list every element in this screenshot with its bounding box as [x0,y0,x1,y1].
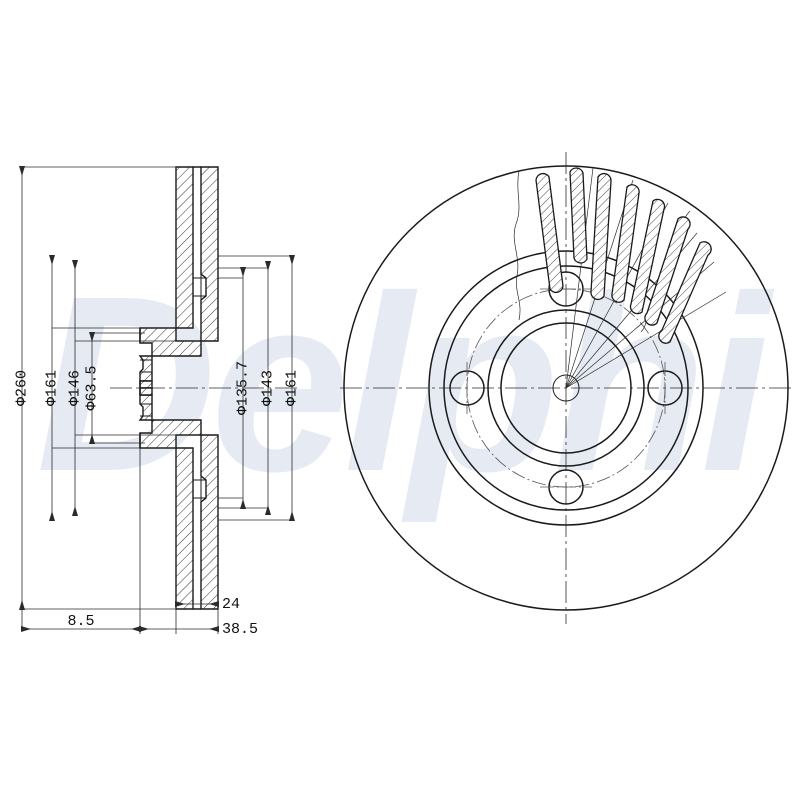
left-dimension-stack: Φ260 Φ161 Φ146 Φ63.5 [14,166,201,610]
dim-143-label: Φ143 [260,370,277,406]
hub-inner-circle [500,322,632,454]
cooling-vane-6 [644,216,691,326]
section-view [110,166,300,610]
front-view [340,152,792,624]
disc-outer-edge [343,165,789,611]
hub-web-lower [139,419,202,449]
dim-85-label: 8.5 [67,613,94,630]
bolt-hole-group [449,271,683,505]
hub-flange-lower [139,387,153,396]
dim-24-label: 24 [222,596,240,613]
cooling-vane-4 [611,184,640,303]
cooling-vane-2 [569,167,588,264]
hub-flange-upper [139,380,153,389]
dim-161r-label: Φ161 [284,370,301,406]
dim-635-label: Φ63.5 [84,365,101,410]
cooling-vane-group [535,167,712,344]
dim-260-label: Φ260 [14,370,31,406]
dim-385-label: 38.5 [222,621,258,638]
right-dimension-stack: Φ135.7 Φ143 Φ161 [218,255,301,521]
cutaway-break-left [513,170,521,321]
friction-ring-lower-inner [200,434,219,610]
friction-ring-outer-circle [428,250,704,526]
friction-ring-inner-circle [443,265,689,511]
hub-outer-circle [487,309,645,467]
dim-146-label: Φ146 [67,370,84,406]
cooling-vane-5 [629,198,666,315]
friction-ring-upper-outer [175,166,194,329]
friction-ring-lower-outer [175,447,194,610]
dim-161l-label: Φ161 [44,370,61,406]
hub-web-upper [139,327,202,357]
dim-1357-label: Φ135.7 [235,361,252,415]
cooling-vane-1 [535,172,564,294]
cooling-vane-3 [590,173,612,300]
bottom-dimension-stack: 24 38.5 8.5 [21,448,258,638]
friction-ring-upper-inner [200,166,219,342]
centre-bore-circle [552,374,580,402]
cooling-vane-7 [658,241,712,344]
